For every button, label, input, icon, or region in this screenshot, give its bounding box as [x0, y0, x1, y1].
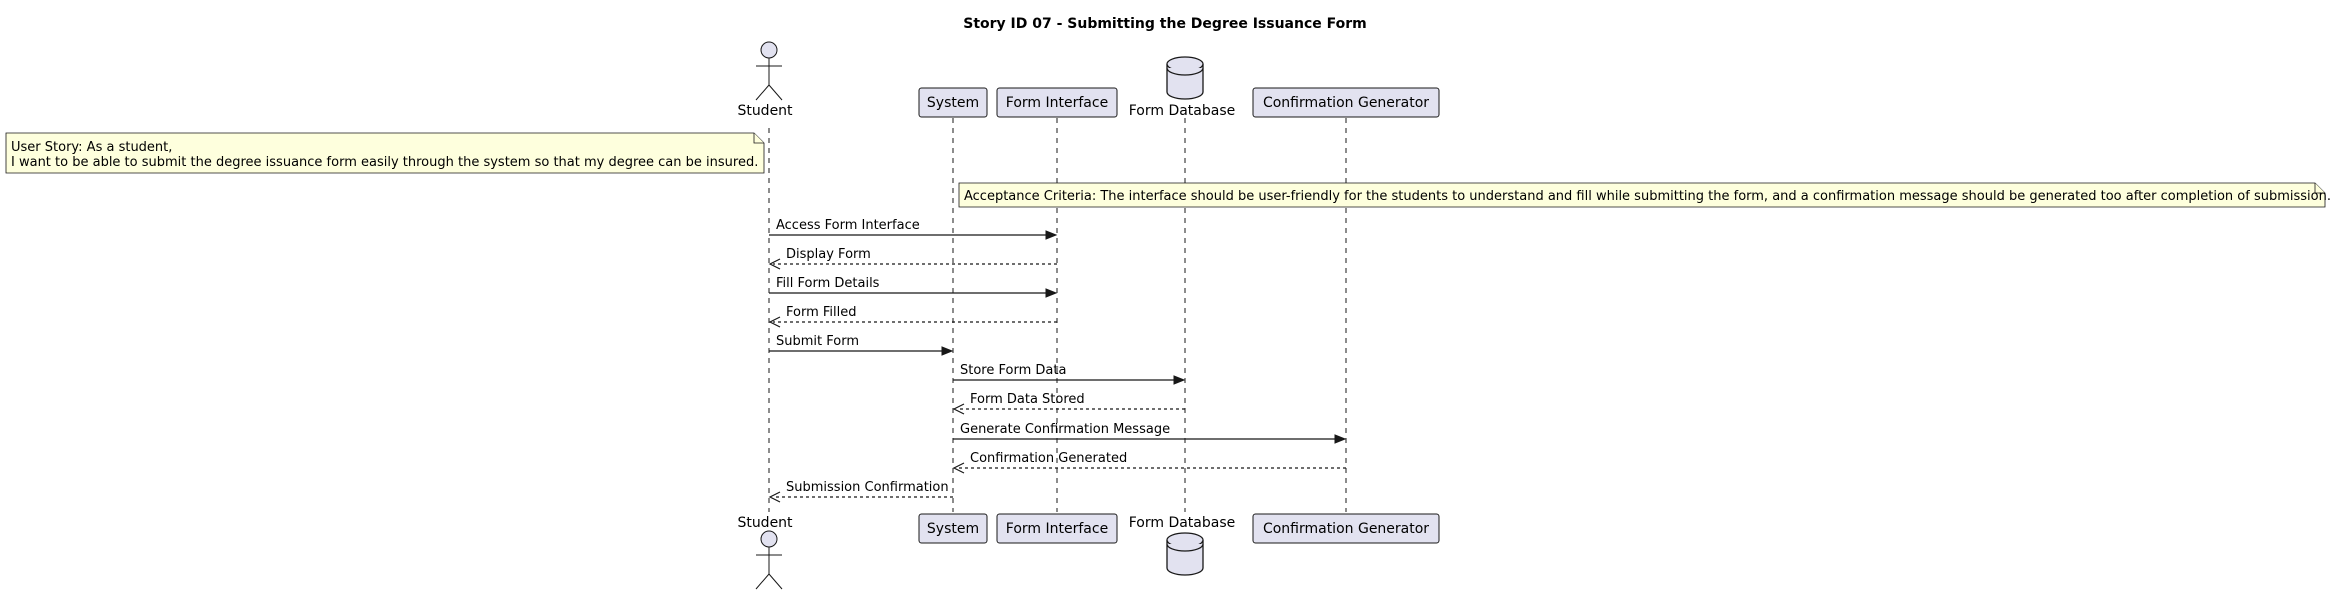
note-line: Acceptance Criteria: The interface shoul… — [964, 189, 2331, 204]
participant-label: Form Database — [1129, 515, 1236, 531]
actor-icon — [755, 530, 783, 590]
note-user-story: User Story: As a student, I want to be a… — [5, 132, 765, 174]
message-form-filled: Form Filled — [768, 305, 1057, 328]
arrow-head — [952, 462, 965, 474]
message-label: Fill Form Details — [776, 276, 880, 291]
message-access-form-interface: Access Form Interface — [769, 218, 1058, 240]
actor-student-bottom[interactable]: Student — [737, 515, 793, 590]
participant-label: Form Database — [1129, 103, 1236, 119]
participant-label: Confirmation Generator — [1263, 95, 1429, 111]
participant-label: Student — [737, 515, 793, 531]
message-label: Store Form Data — [960, 363, 1066, 378]
participant-confirmation-generator-top[interactable]: Confirmation Generator — [1252, 87, 1440, 118]
arrow-head — [768, 491, 781, 503]
message-label: Display Form — [786, 247, 871, 262]
participant-system-top[interactable]: System — [918, 87, 988, 118]
lifelines — [768, 118, 1347, 512]
message-label: Submit Form — [776, 334, 859, 349]
participant-form-interface-top[interactable]: Form Interface — [996, 87, 1118, 118]
arrow-head — [768, 316, 781, 328]
note-line: User Story: As a student, — [11, 140, 172, 155]
database-icon — [1166, 56, 1204, 100]
message-label: Access Form Interface — [776, 218, 920, 233]
message-store-form-data: Store Form Data — [953, 363, 1186, 385]
participant-system-bottom[interactable]: System — [918, 513, 988, 544]
message-label: Generate Confirmation Message — [960, 422, 1170, 437]
arrow-head — [1173, 375, 1186, 385]
participant-label: System — [927, 521, 979, 537]
arrow-head — [1045, 230, 1058, 240]
note-line: I want to be able to submit the degree i… — [11, 155, 758, 170]
participant-label: Student — [737, 103, 793, 119]
participant-label: Confirmation Generator — [1263, 521, 1429, 537]
arrow-head — [1045, 288, 1058, 298]
arrow-head — [1334, 434, 1347, 444]
actor-icon — [755, 41, 783, 101]
database-form-database-bottom[interactable]: Form Database — [1129, 515, 1236, 576]
message-form-data-stored: Form Data Stored — [952, 392, 1185, 415]
arrow-head — [768, 258, 781, 270]
note-acceptance-criteria: Acceptance Criteria: The interface shoul… — [958, 182, 2331, 208]
database-form-database-top[interactable]: Form Database — [1129, 56, 1236, 119]
message-generate-confirmation-message: Generate Confirmation Message — [953, 422, 1347, 444]
message-label: Form Data Stored — [970, 392, 1085, 407]
arrow-head — [952, 403, 965, 415]
arrow-head — [941, 346, 954, 356]
message-submit-form: Submit Form — [769, 334, 954, 356]
diagram-title: Story ID 07 - Submitting the Degree Issu… — [963, 16, 1367, 32]
participant-label: System — [927, 95, 979, 111]
participant-confirmation-generator-bottom[interactable]: Confirmation Generator — [1252, 513, 1440, 544]
message-label: Submission Confirmation — [786, 480, 949, 495]
message-fill-form-details: Fill Form Details — [769, 276, 1058, 298]
message-label: Form Filled — [786, 305, 857, 320]
actor-student-top[interactable]: Student — [737, 41, 793, 119]
message-submission-confirmation: Submission Confirmation — [768, 480, 953, 503]
participant-form-interface-bottom[interactable]: Form Interface — [996, 513, 1118, 544]
participant-label: Form Interface — [1006, 95, 1108, 111]
message-label: Confirmation Generated — [970, 451, 1127, 466]
message-confirmation-generated: Confirmation Generated — [952, 451, 1346, 474]
database-icon — [1166, 532, 1204, 576]
message-display-form: Display Form — [768, 247, 1057, 270]
participant-label: Form Interface — [1006, 521, 1108, 537]
